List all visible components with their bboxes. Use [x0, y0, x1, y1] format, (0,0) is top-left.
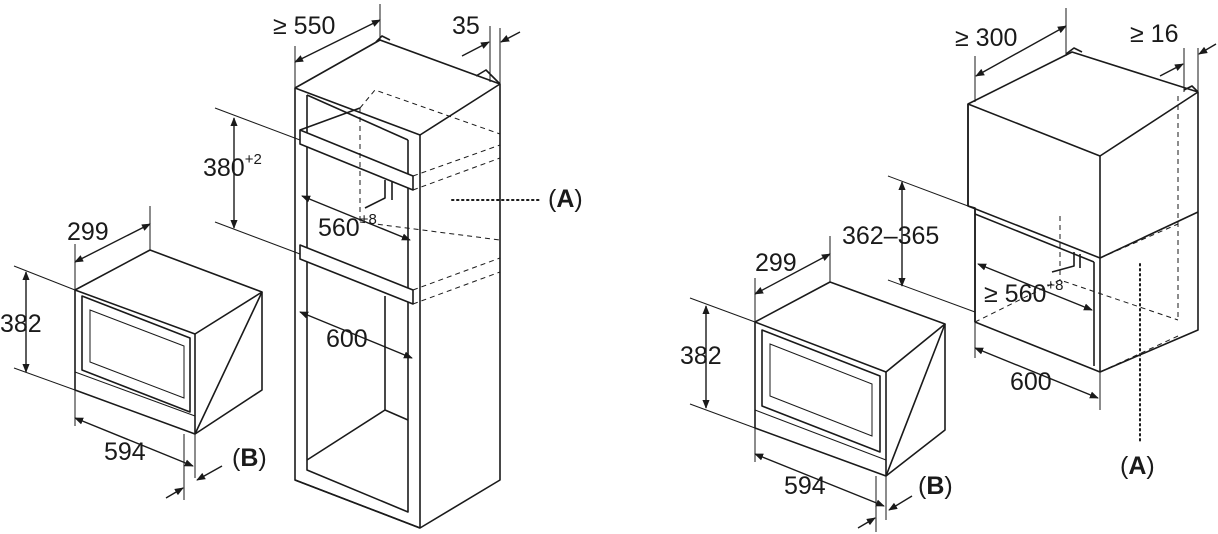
left-cabinet-labels: ≥ 550 35 380+2 560+8 600 (A)	[203, 12, 583, 353]
left-cabinet-dimensions	[214, 4, 541, 359]
left-ref-b-label: (B)	[232, 444, 267, 472]
left-appliance-height-label: 382	[0, 310, 42, 338]
right-inner-width-label: 600	[1010, 368, 1052, 396]
right-cabinet-dimensions	[887, 8, 1217, 410]
left-niche-width-label: 560+8	[318, 211, 377, 242]
left-depth-min-label: ≥ 550	[273, 12, 335, 40]
right-cabinet-labels: ≥ 300 ≥ 16 362–365 ≥ 560+8 600 (A)	[842, 20, 1178, 480]
right-appliance-dimensions	[689, 236, 913, 532]
left-appliance-width-label: 594	[104, 438, 146, 466]
right-ref-a-label: (A)	[1120, 452, 1155, 480]
right-wall-cabinet	[967, 47, 1199, 443]
right-appliance-labels: 299 382 594 (B)	[680, 249, 953, 500]
left-appliance-labels: 299 382 594 (B)	[0, 218, 267, 472]
right-niche-height-label: 362–365	[842, 222, 939, 250]
left-appliance-dimensions	[13, 206, 223, 500]
right-depth-min-label: ≥ 300	[955, 24, 1017, 52]
left-gap-label: 35	[452, 12, 480, 40]
right-gap-label: ≥ 16	[1130, 20, 1178, 48]
left-ref-a-label: (A)	[548, 185, 583, 213]
right-appliance-depth-label: 299	[755, 249, 797, 277]
left-appliance-depth-label: 299	[67, 218, 109, 246]
right-appliance-height-label: 382	[680, 342, 722, 370]
right-niche-width-label: ≥ 560+8	[984, 277, 1064, 308]
left-appliance	[74, 249, 263, 435]
left-inner-width-label: 600	[326, 325, 368, 353]
right-appliance	[754, 281, 946, 477]
left-niche-height-label: 380+2	[203, 151, 262, 182]
right-appliance-width-label: 594	[784, 472, 826, 500]
left-tall-cabinet	[294, 35, 501, 529]
right-ref-b-label: (B)	[918, 472, 953, 500]
